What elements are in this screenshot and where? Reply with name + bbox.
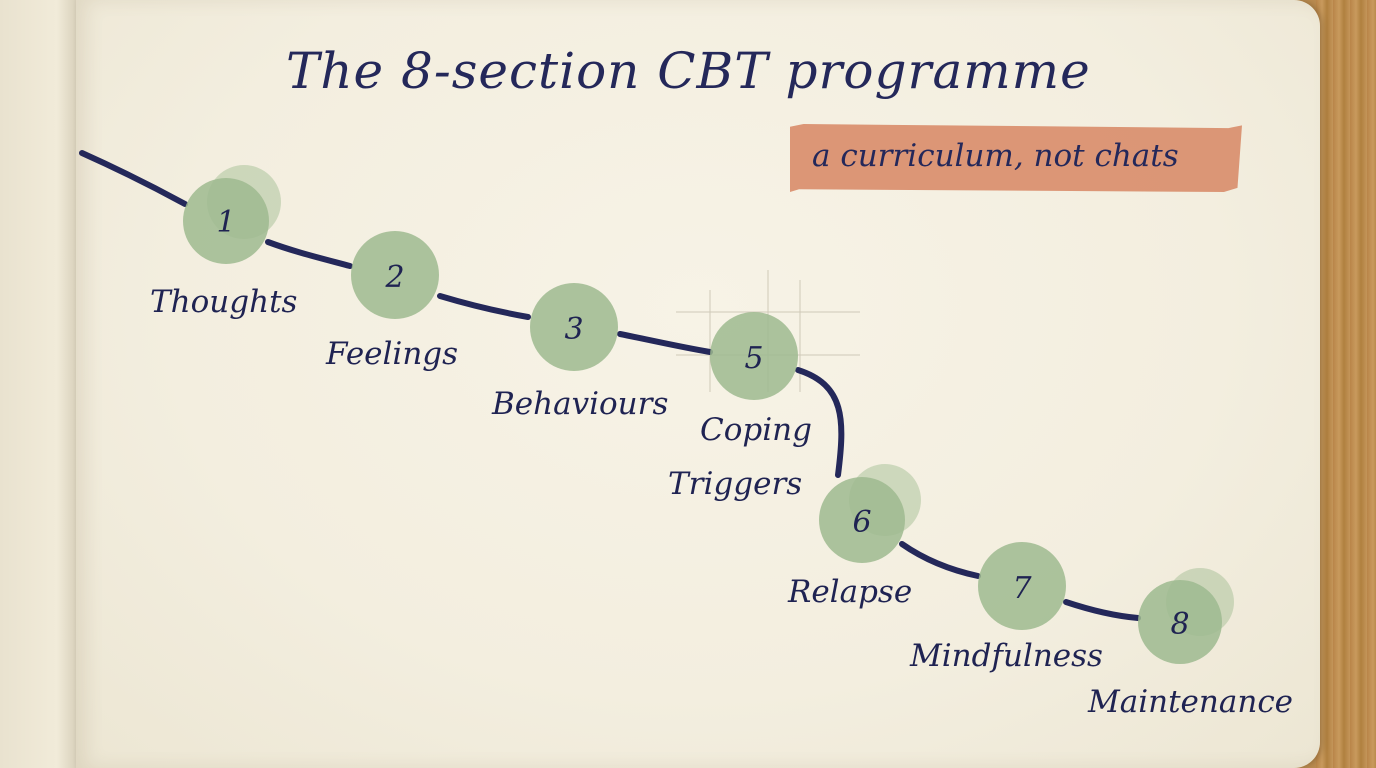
node-1-label: Thoughts [150,284,297,320]
path-segment-3-5 [617,331,713,355]
node-8-circle [1138,580,1222,664]
node-6-label: Relapse [787,574,912,610]
node-7: 7 Mindfulness [909,542,1103,674]
node-2: 2 Feelings [325,231,458,372]
node-5-label: Coping [700,412,812,448]
path-line [79,150,1141,621]
node-3-number: 3 [564,312,583,347]
node-6: 6 Relapse [787,464,921,610]
node-8: 8 Maintenance [1087,568,1293,720]
node-1-number: 1 [216,205,235,240]
path-segment-1-2 [265,239,353,269]
subtitle-note: a curriculum, not chats [812,138,1179,174]
node-5-circle [710,312,798,400]
node-2-label: Feelings [325,336,458,372]
path-lead-in [79,150,188,207]
notebook-left-page [0,0,77,768]
node-3: 3 Behaviours [491,283,668,422]
washi-tape-strip [790,124,1242,192]
path-segment-2-3 [437,293,531,320]
node-7-label: Mindfulness [909,638,1103,674]
node-5-number: 5 [744,341,763,376]
node-7-number: 7 [1012,571,1032,606]
node-1-circle [183,178,269,264]
node-6-number: 6 [852,505,871,540]
node-3-circle [530,283,618,371]
node-3-label: Behaviours [491,386,668,422]
path-segment-5-6 [795,367,845,478]
node-1: 1 Thoughts [150,165,297,320]
page-title: The 8-section CBT programme [286,42,1091,100]
node-5-label-secondary: Triggers [668,466,802,502]
node-2-circle [351,231,439,319]
path-segment-6-7 [899,541,981,579]
node-8-number: 8 [1170,607,1189,642]
node-5: 5 Coping Triggers [668,312,812,502]
node-8-label: Maintenance [1087,684,1293,720]
desk-surface [1316,0,1376,768]
path-segment-7-8 [1063,599,1141,621]
node-7-circle [978,542,1066,630]
node-2-number: 2 [384,260,404,295]
node-6-circle [819,477,905,563]
